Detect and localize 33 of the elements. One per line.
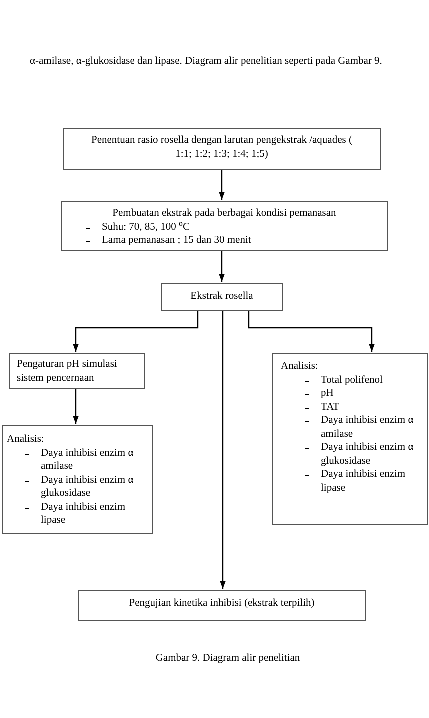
process-box bbox=[9, 353, 145, 389]
process-box bbox=[161, 283, 283, 311]
box-text: Pengaturan pH simulasi sistem pencernaan bbox=[17, 358, 118, 385]
list-item: Total polifenol bbox=[321, 374, 384, 387]
arrow bbox=[220, 311, 226, 589]
process-box bbox=[63, 128, 381, 170]
arrow bbox=[248, 311, 375, 352]
process-box bbox=[272, 353, 428, 525]
arrow bbox=[219, 251, 225, 282]
list-item: Daya inhibisi enzim α glukosidase bbox=[41, 474, 135, 500]
process-box bbox=[2, 425, 153, 534]
list-item: Daya inhibisi enzim α glukosidase bbox=[321, 441, 415, 468]
arrow bbox=[73, 389, 79, 424]
box-text: Pembuatan ekstrak pada berbagai kondisi pemanasan bbox=[112, 207, 338, 220]
process-box bbox=[78, 590, 366, 621]
box-text: Analisis: bbox=[281, 360, 320, 374]
list-item: Daya inhibisi enzim lipase bbox=[41, 500, 127, 528]
list-item: Lama pemanasan ; 15 dan 30 menit bbox=[102, 234, 252, 248]
figure-caption: Gambar 9. Diagram alir penelitian bbox=[154, 652, 302, 666]
list-item: Suhu: 70, 85, 100 $^{o}$C bbox=[102, 220, 191, 234]
list-item: TAT bbox=[321, 400, 340, 414]
list-item: Daya inhibisi enzim α amilase bbox=[321, 414, 415, 441]
list-item: Daya inhibisi enzim α amilase bbox=[41, 446, 135, 474]
list-item: pH bbox=[321, 387, 335, 400]
body-paragraph: α-amilase, α-glukosidase dan lipase. Diagram alir penelitian seperti pada Gambar 9. bbox=[30, 55, 384, 69]
box-text: Ekstrak rosella bbox=[190, 290, 254, 304]
arrow bbox=[73, 311, 199, 352]
list-item: Daya inhibisi enzim lipase bbox=[321, 468, 407, 495]
box-text: Penentuan rasio rosella dengan larutan pengekstrak /aquades ( 1:1; 1:2; 1:3; 1:4; 1;5) bbox=[90, 134, 354, 161]
box-text: Pengujian kinetika inhibisi (ekstrak terpilih) bbox=[128, 597, 316, 610]
process-box bbox=[61, 201, 388, 251]
box-text: Analisis: bbox=[7, 433, 46, 446]
arrow bbox=[219, 170, 225, 200]
